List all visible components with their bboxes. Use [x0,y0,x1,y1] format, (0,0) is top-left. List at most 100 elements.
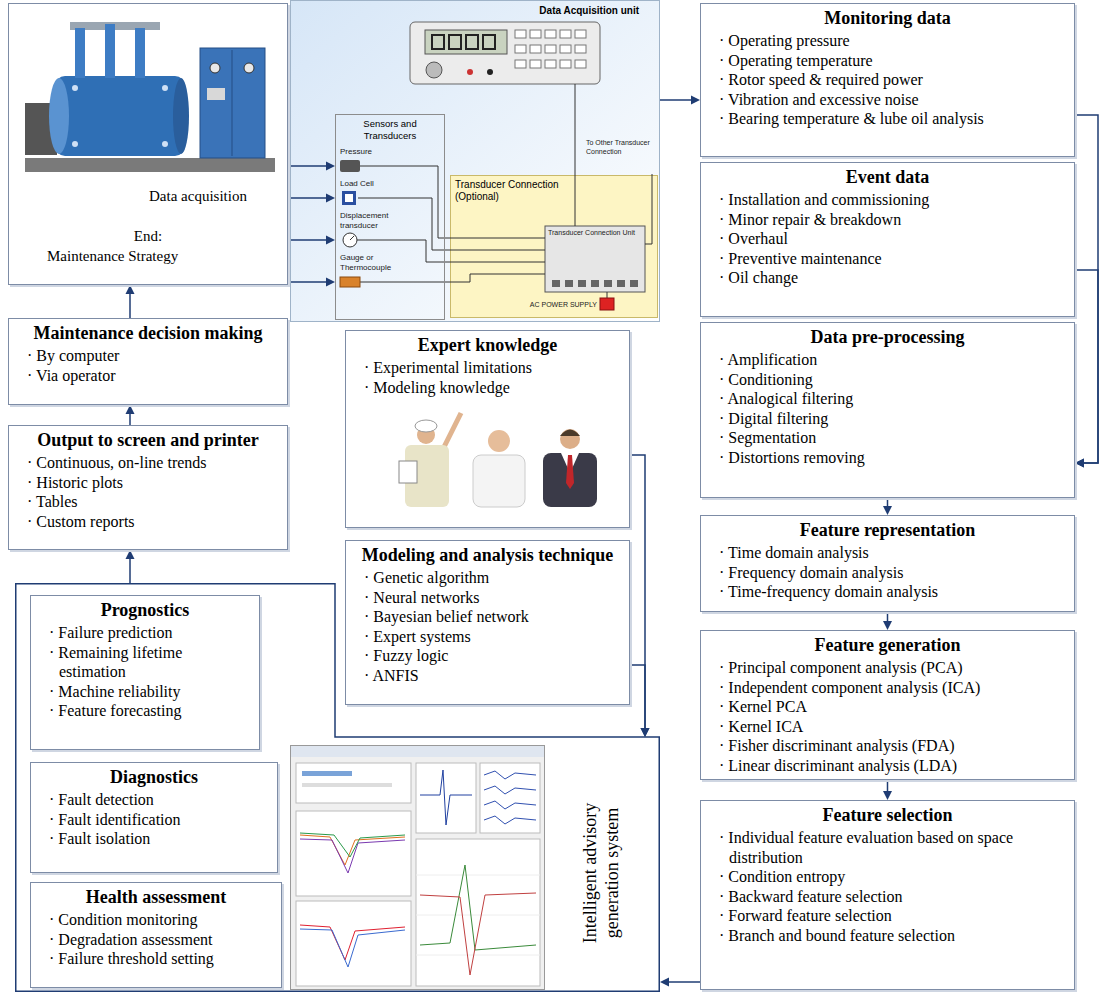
panel-ground [290,0,660,322]
illustration-part [410,22,600,84]
bullet-item: · ANFIS [354,666,621,686]
illustration-part [291,746,545,990]
bullet-item: · Backward feature selection [709,887,1066,907]
illustration-part [357,240,545,262]
arrow-head [691,96,700,105]
label-holder: Load Cell [340,179,420,189]
illustration-part [515,60,526,68]
box-heading: Diagnostics [39,766,269,788]
illustration-part [480,763,540,833]
bullet-item: · Analogical filtering [709,389,1066,409]
bullet-item: · Bayesian belief network [354,607,621,627]
label-holder: Transducer Connection Unit [548,228,643,237]
process-box: Prognostics· Failure prediction· Remaini… [30,595,260,750]
illustration-part [466,35,478,49]
illustration-part [545,30,556,38]
illustration-part [545,45,556,53]
illustration-part [420,893,536,975]
region-node: Intelligent advisory generation system P… [15,583,660,992]
illustration-part [432,35,444,49]
process-box: Modeling and analysis technique· Genetic… [345,540,630,705]
connector-line [1075,115,1098,463]
illustration-part [566,455,574,489]
bullet-item: · Branch and bound feature selection [709,926,1066,946]
illustration-part [296,763,411,803]
illustration-part [399,461,417,483]
compressor-picture [15,8,283,184]
illustration-part [296,811,411,896]
illustration-part [578,280,586,287]
connector-line [288,165,327,167]
illustration-part [530,45,541,53]
illustration-part [545,226,645,292]
illustration-part [55,76,185,156]
arrow-head [660,978,669,987]
conn-node: Transducer Connection (Optional) [450,175,658,318]
part-label: Gauge or Thermocouple [340,253,420,273]
bullet-item: · Rotor speed & required power [709,70,1066,90]
illustration-part [200,48,265,158]
bullet-item: · Bearing temperature & lube oil analysi… [709,109,1066,129]
arrow-head [326,236,335,245]
flow-connector [126,550,135,583]
process-box: Output to screen and printer· Continuous… [8,425,288,550]
panel-title: Data Acquisition unit [291,1,659,16]
bullet-item: · Expert systems [354,627,621,647]
arrow-head [126,285,135,294]
bullet-item: · Fuzzy logic [354,646,621,666]
illustration-part [302,783,392,787]
arrow-head [641,728,650,737]
illustration-part [416,955,540,956]
bullet-item: · Operating temperature [709,51,1066,71]
illustration-part [381,403,601,508]
arrow-head [883,506,892,515]
bullet-item: · Operating pressure [709,31,1066,51]
label-holder: Pressure [340,147,420,157]
illustration-part [552,280,560,287]
bullet-item: · Historic plots [17,473,279,493]
illustration-part [484,816,536,824]
illustration-part [360,274,545,282]
process-box: Data pre-processing· Amplification· Cond… [700,322,1075,498]
sensor-wires [357,84,652,298]
flow-connector [288,278,335,287]
label-holder: Displacement transducer [340,211,420,231]
arrow-head [1075,459,1084,468]
bullet-item: · Failure threshold setting [39,949,273,969]
bullet-item: · Forward feature selection [709,906,1066,926]
connector-line [887,498,889,507]
illustration-part [560,45,571,53]
bullet-item: · Kernel ICA [709,717,1066,737]
flow-connector [126,405,135,425]
connector-line [129,413,131,425]
illustration-part [416,839,540,986]
process-box: Diagnostics· Fault detection· Fault iden… [30,762,278,873]
illustration-part [645,174,652,244]
flow-connector [883,498,892,515]
illustration-part [565,280,573,287]
part-label: Displacement transducer [340,211,420,231]
connector-line [129,293,131,318]
illustration-part [530,60,541,68]
illustration-part [575,45,586,53]
bullet-item: · Segmentation [709,428,1066,448]
end-label: End: [9,227,287,245]
box-heading: Monitoring data [709,7,1066,29]
part-label: To Other Transducer Connection [586,138,654,156]
bullet-item: · Fault detection [39,790,269,810]
bullet-item: · Minor repair & breakdown [709,210,1066,230]
bullet-item: · Feature forecasting [39,701,251,721]
bullet-item: · Independent component analysis (ICA) [709,678,1066,698]
illustration-part [449,35,461,49]
flow-connector [1075,115,1098,468]
connector-line [288,197,327,199]
flow-connector [660,96,700,105]
process-box: Feature representation· Time domain anal… [700,515,1075,612]
illustration-part [300,839,405,873]
experts-photo [381,403,601,508]
illustration-part [415,420,437,432]
illustration-part [604,280,612,287]
bullet-item: · Experimental limitations [354,358,621,378]
illustration-part [210,63,220,73]
connector-line [288,281,327,283]
